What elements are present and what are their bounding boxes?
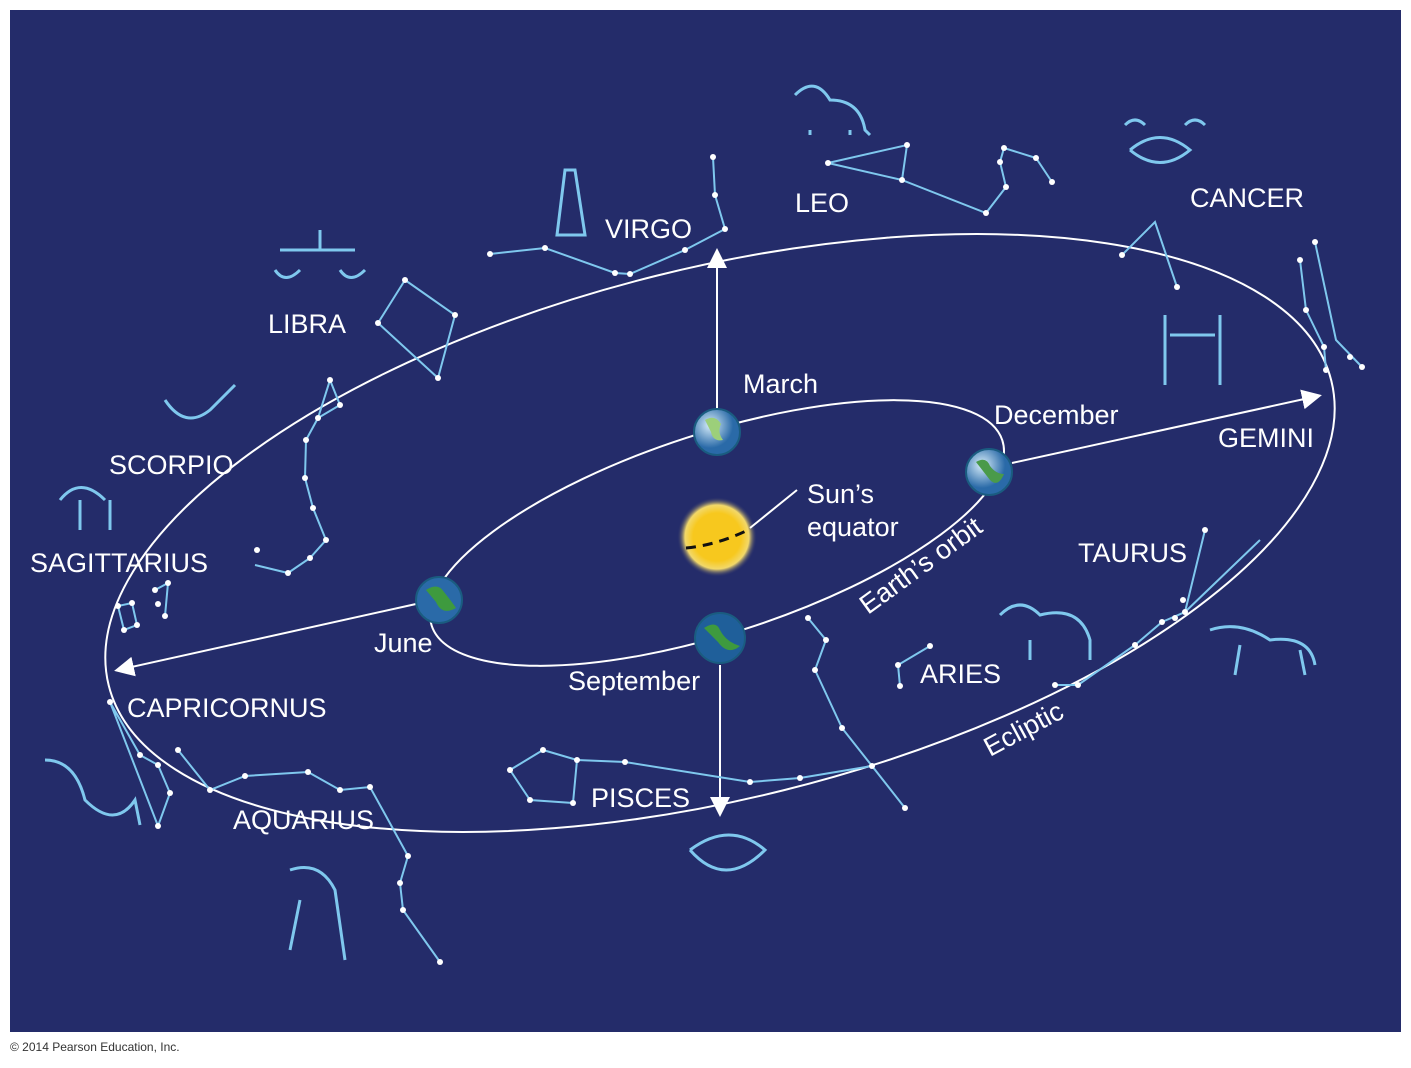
constellation-capricornus xyxy=(107,699,173,829)
label-aquarius: AQUARIUS xyxy=(233,805,374,835)
label-suns-equator-line2: equator xyxy=(807,512,899,542)
label-september: September xyxy=(568,666,700,696)
label-cancer: CANCER xyxy=(1190,183,1304,213)
goat-figure xyxy=(44,758,142,826)
twins-figure xyxy=(1163,315,1222,385)
label-gemini: GEMINI xyxy=(1218,423,1314,453)
maiden-figure xyxy=(555,168,587,237)
label-libra: LIBRA xyxy=(268,309,346,339)
label-june: June xyxy=(374,628,433,658)
constellation-cancer xyxy=(1119,220,1180,290)
zodiac-figures xyxy=(44,84,1317,961)
constellation-sagittarius xyxy=(115,580,171,633)
earth-orbit-ellipse xyxy=(429,399,1005,667)
crab-figure xyxy=(1123,118,1207,164)
label-virgo: VIRGO xyxy=(605,214,692,244)
label-leo: LEO xyxy=(795,188,849,218)
constellation-aries xyxy=(895,643,933,689)
label-december: December xyxy=(994,400,1119,430)
suns-equator-leader xyxy=(749,489,798,529)
sun xyxy=(677,497,757,577)
constellation-scorpio xyxy=(254,377,343,576)
bull-figure xyxy=(1209,625,1317,676)
earth-june xyxy=(415,576,463,624)
label-pisces: PISCES xyxy=(591,783,690,813)
earth-september xyxy=(694,612,746,664)
constellation-libra xyxy=(375,277,458,381)
label-scorpio: SCORPIO xyxy=(109,450,234,480)
label-aries: ARIES xyxy=(920,659,1001,689)
label-sagittarius: SAGITTARIUS xyxy=(30,548,208,578)
lion-figure xyxy=(793,84,872,137)
scales-figure xyxy=(273,230,367,279)
constellation-taurus xyxy=(1052,527,1261,688)
constellation-pisces xyxy=(507,615,908,811)
label-suns-equator-line1: Sun’s xyxy=(807,479,874,509)
constellation-aquarius xyxy=(175,747,443,965)
archer-figure xyxy=(58,486,112,530)
label-taurus: TAURUS xyxy=(1078,538,1187,568)
label-ecliptic: Ecliptic xyxy=(979,696,1069,763)
scorpion-figure xyxy=(163,383,237,420)
earth-december xyxy=(965,448,1013,496)
fish-figure xyxy=(688,833,768,872)
constellation-gemini xyxy=(1297,239,1365,373)
ecliptic-ellipse xyxy=(104,233,1336,833)
constellation-leo xyxy=(825,142,1055,216)
label-capricornus: CAPRICORNUS xyxy=(127,693,327,723)
arrow-december xyxy=(1011,389,1322,464)
constellation-virgo xyxy=(487,154,728,277)
label-march: March xyxy=(743,369,818,399)
arrow-june xyxy=(114,603,417,677)
water-bearer-figure xyxy=(288,866,347,961)
suns-equator-dashes xyxy=(685,528,749,550)
earth-march xyxy=(693,408,741,456)
ram-figure xyxy=(998,603,1092,660)
copyright-credit: © 2014 Pearson Education, Inc. xyxy=(10,1040,180,1054)
